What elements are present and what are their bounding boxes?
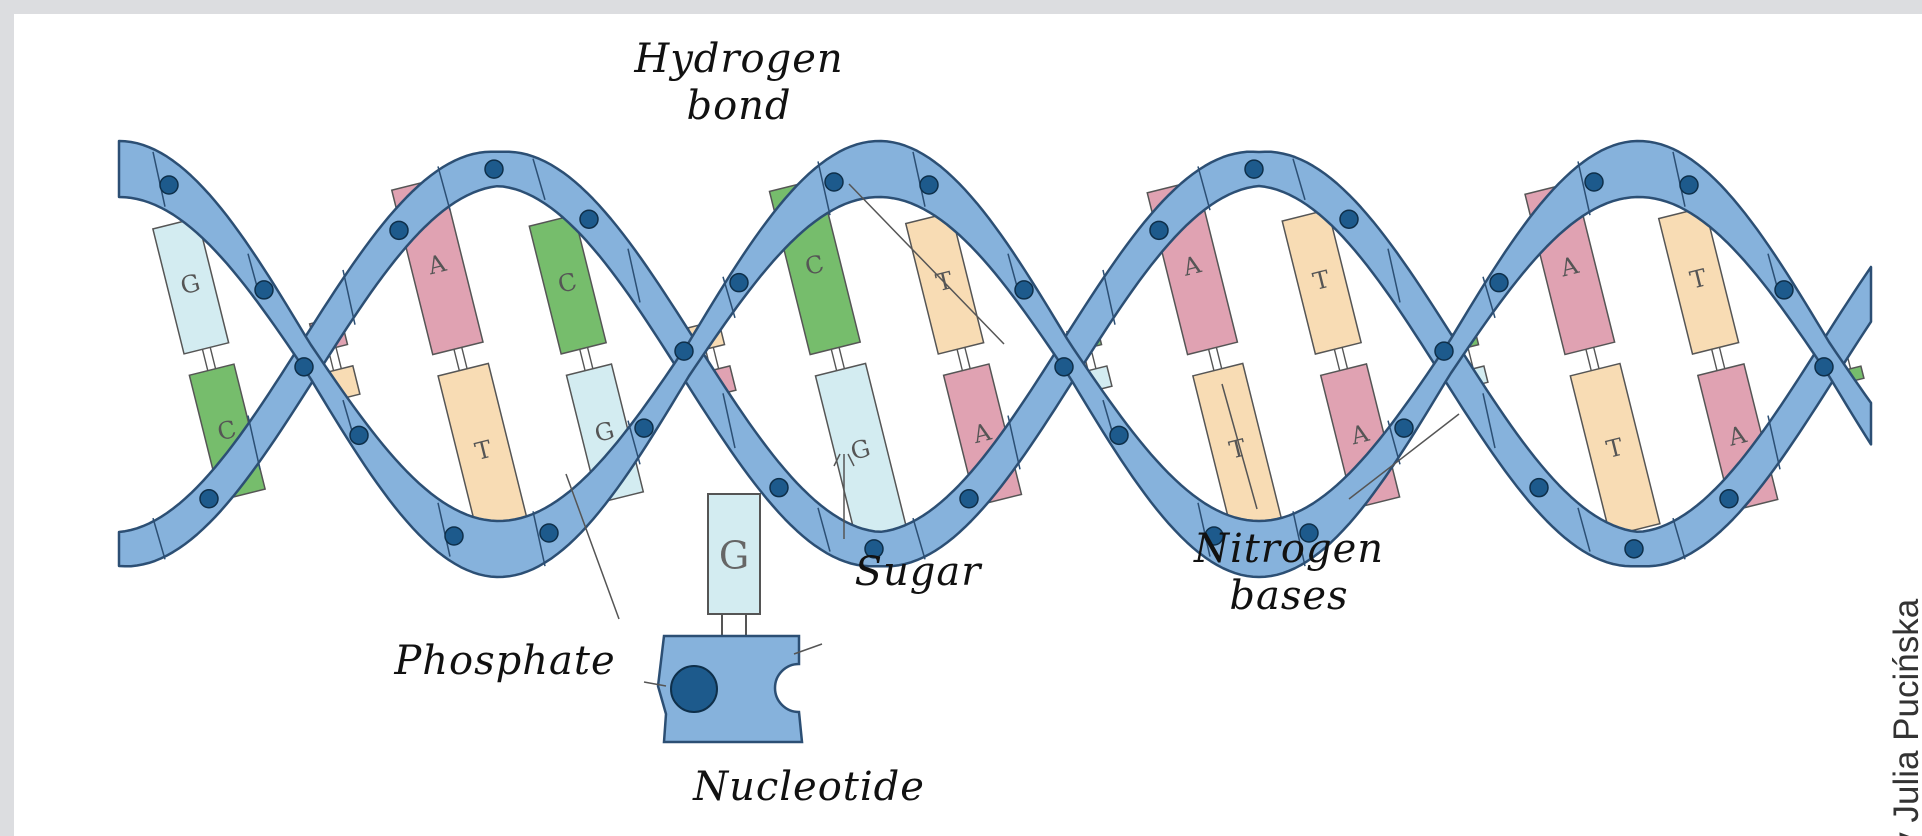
hydrogen-bond-line: [713, 347, 718, 368]
phosphate-dot: [200, 490, 218, 508]
hydrogen-bond-line: [1342, 347, 1347, 368]
phosphate-dot: [1055, 358, 1073, 376]
phosphate-dot: [1625, 540, 1643, 558]
hydrogen-bond-line: [1209, 349, 1214, 370]
phosphate-dot: [1775, 281, 1793, 299]
hydrogen-bond-line: [580, 349, 585, 370]
hydrogen-bond-line: [957, 349, 962, 370]
phosphate-dot: [1110, 426, 1128, 444]
phosphate-dot: [960, 490, 978, 508]
phosphate-dot: [770, 479, 788, 497]
hydrogen-bond-line: [1594, 347, 1599, 368]
phosphate-dot: [1435, 342, 1453, 360]
phosphate-dot: [160, 176, 178, 194]
hydrogen-bond-line: [588, 347, 593, 368]
phosphate-dot: [295, 358, 313, 376]
phosphate-dot: [920, 176, 938, 194]
phosphate-label: Phosphate: [370, 638, 640, 685]
nucleotide-base-letter: G: [719, 534, 749, 578]
phosphate-dot: [1680, 176, 1698, 194]
nucleotide-label: Nucleotide: [664, 764, 954, 811]
nucleotide-phosphate: [671, 666, 717, 712]
nucleotide-illustration: G: [658, 494, 802, 742]
hydrogen-bond-line: [1712, 349, 1717, 370]
dna-diagram: GCATCGCGTAATTAATTA G Hydrogen bond Sugar…: [14, 14, 1922, 836]
hydrogen-bond-line: [462, 347, 467, 368]
hydrogen-bond-line: [202, 349, 207, 370]
hydrogen-bond-line: [454, 349, 459, 370]
phosphate-dot: [255, 281, 273, 299]
phosphate-dot: [1815, 358, 1833, 376]
hydrogen-bond-line: [1334, 349, 1339, 370]
sugar-label: Sugar: [828, 549, 1008, 596]
phosphate-dot: [445, 527, 463, 545]
phosphate-dot: [1530, 479, 1548, 497]
nitrogen-bases-label-line1: Nitrogen: [1169, 526, 1409, 573]
hydrogen-bond-line: [831, 349, 836, 370]
phosphate-dot: [1395, 419, 1413, 437]
dna-double-helix: GCATCGCGTAATTAATTA G: [14, 14, 1922, 836]
phosphate-dot: [825, 173, 843, 191]
phosphate-dot: [1490, 274, 1508, 292]
hydrogen-bond-line: [336, 347, 341, 368]
phosphate-dot: [1015, 281, 1033, 299]
phosphate-dot: [1720, 490, 1738, 508]
phosphate-dot: [1585, 173, 1603, 191]
phosphate-dot: [485, 160, 503, 178]
phosphate-dot: [1150, 221, 1168, 239]
phosphate-dot: [635, 419, 653, 437]
hydrogen-bond-line: [839, 347, 844, 368]
hydrogen-bond-line: [965, 347, 970, 368]
phosphate-dot: [350, 426, 368, 444]
nitrogen-bases-label-line2: bases: [1169, 573, 1409, 620]
phosphate-dot: [1245, 160, 1263, 178]
phosphate-dot: [730, 274, 748, 292]
hydrogen-bond-line: [1719, 347, 1724, 368]
phosphate-dot: [1340, 210, 1358, 228]
nitrogen-bases-label: Nitrogen bases: [1169, 526, 1409, 620]
hydrogen-bond-label: Hydrogen bond: [634, 36, 844, 130]
hydrogen-bond-label-line1: Hydrogen: [634, 36, 844, 83]
phosphate-dot: [580, 210, 598, 228]
phosphate-dot: [390, 221, 408, 239]
hydrogen-bond-line: [1586, 349, 1591, 370]
hydrogen-bond-line: [1216, 347, 1221, 368]
author-credit: by Julia Pucińska: [1887, 599, 1922, 836]
hydrogen-bond-label-line2: bond: [634, 83, 844, 130]
phosphate-dot: [675, 342, 693, 360]
phosphate-dot: [540, 524, 558, 542]
hydrogen-bond-line: [210, 347, 215, 368]
